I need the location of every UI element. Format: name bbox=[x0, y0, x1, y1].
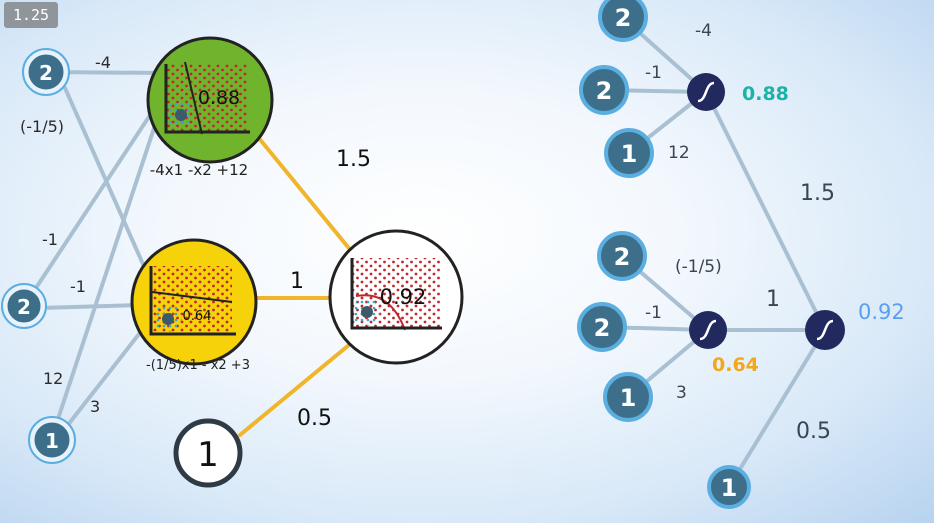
hidden-node-top-equation: -4x1 -x2 +12 bbox=[150, 161, 248, 179]
left-output-weights: 1.5 1 0.5 bbox=[290, 147, 371, 431]
right-input-nodes: 2 2 1 2 2 1 1 bbox=[577, 0, 751, 509]
left-input-edges bbox=[26, 70, 167, 437]
hidden-node-mid-equation: -(1/5)x1 - x2 +3 bbox=[146, 358, 250, 373]
weight-label: -4 bbox=[695, 21, 712, 41]
right-output-weights: 1.5 1 0.5 bbox=[766, 181, 835, 444]
right-final-output: 0.92 bbox=[858, 300, 905, 324]
weight-label: (-1/5) bbox=[675, 257, 722, 277]
output-node-value: 0.92 bbox=[380, 285, 427, 309]
hidden-node-mid-value: 0.64 bbox=[183, 309, 212, 324]
weight-label: 3 bbox=[676, 383, 687, 403]
right-top-input-3: 1 bbox=[604, 128, 654, 178]
right-mid-input-1: 2 bbox=[597, 231, 647, 281]
left-input-2-label: 2 bbox=[17, 295, 31, 319]
sigmoid-icon bbox=[699, 319, 717, 341]
weight-label: 12 bbox=[668, 143, 690, 163]
output-weight-label: 0.5 bbox=[796, 419, 831, 444]
weight-label: -1 bbox=[645, 63, 662, 83]
left-input-3-label: 1 bbox=[45, 429, 59, 453]
right-top-input-1: 2 bbox=[598, 0, 648, 42]
hidden-node-top: 0.88 bbox=[146, 36, 274, 164]
sigmoid-node-mid bbox=[689, 311, 727, 349]
weight-label: (-1/5) bbox=[20, 117, 64, 136]
left-input-1-label: 2 bbox=[39, 61, 53, 85]
input-label: 1 bbox=[721, 474, 738, 502]
hidden-node-top-value: 0.88 bbox=[198, 87, 240, 109]
sigmoid-node-out bbox=[805, 310, 845, 350]
left-input-node-3: 1 bbox=[28, 416, 76, 464]
output-weight-label: 0.5 bbox=[297, 406, 332, 431]
left-weight-labels: -4 (-1/5) -1 -1 12 3 bbox=[20, 53, 111, 416]
sigmoid-node-top bbox=[687, 73, 725, 111]
output-weight-label: 1 bbox=[290, 269, 304, 294]
weight-label: 12 bbox=[43, 369, 63, 388]
weight-label: 3 bbox=[90, 397, 100, 416]
zoom-badge: 1.25 bbox=[4, 2, 58, 28]
input-label: 1 bbox=[620, 384, 637, 412]
right-top-output: 0.88 bbox=[742, 83, 789, 105]
input-label: 2 bbox=[594, 314, 611, 342]
right-mid-output: 0.64 bbox=[712, 354, 759, 376]
output-node: 0.92 bbox=[328, 229, 464, 365]
right-mid-input-3: 1 bbox=[603, 372, 653, 422]
hidden-node-mid: 0.64 bbox=[130, 238, 258, 366]
input-label: 2 bbox=[614, 243, 631, 271]
right-mid-input-2: 2 bbox=[577, 302, 627, 352]
left-input-node-1: 2 bbox=[22, 48, 70, 96]
sigmoid-icon bbox=[697, 81, 715, 103]
weight-label: -1 bbox=[645, 303, 662, 323]
weight-label: -1 bbox=[70, 277, 86, 296]
output-weight-label: 1 bbox=[766, 287, 780, 312]
left-bias-node: 1 bbox=[173, 418, 243, 488]
input-label: 2 bbox=[615, 4, 632, 32]
input-label: 2 bbox=[596, 77, 613, 105]
output-weight-label: 1.5 bbox=[800, 181, 835, 206]
weight-label: -1 bbox=[42, 230, 58, 249]
right-bias-input: 1 bbox=[707, 465, 751, 509]
left-input-node-2: 2 bbox=[1, 283, 47, 329]
right-weight-labels: -4 -1 12 (-1/5) -1 3 bbox=[645, 21, 722, 403]
weight-label: -4 bbox=[95, 53, 111, 72]
input-label: 1 bbox=[621, 140, 638, 168]
left-bias-label: 1 bbox=[197, 435, 219, 475]
output-weight-label: 1.5 bbox=[336, 147, 371, 172]
sigmoid-icon bbox=[816, 319, 834, 341]
right-top-input-2: 2 bbox=[579, 65, 629, 115]
